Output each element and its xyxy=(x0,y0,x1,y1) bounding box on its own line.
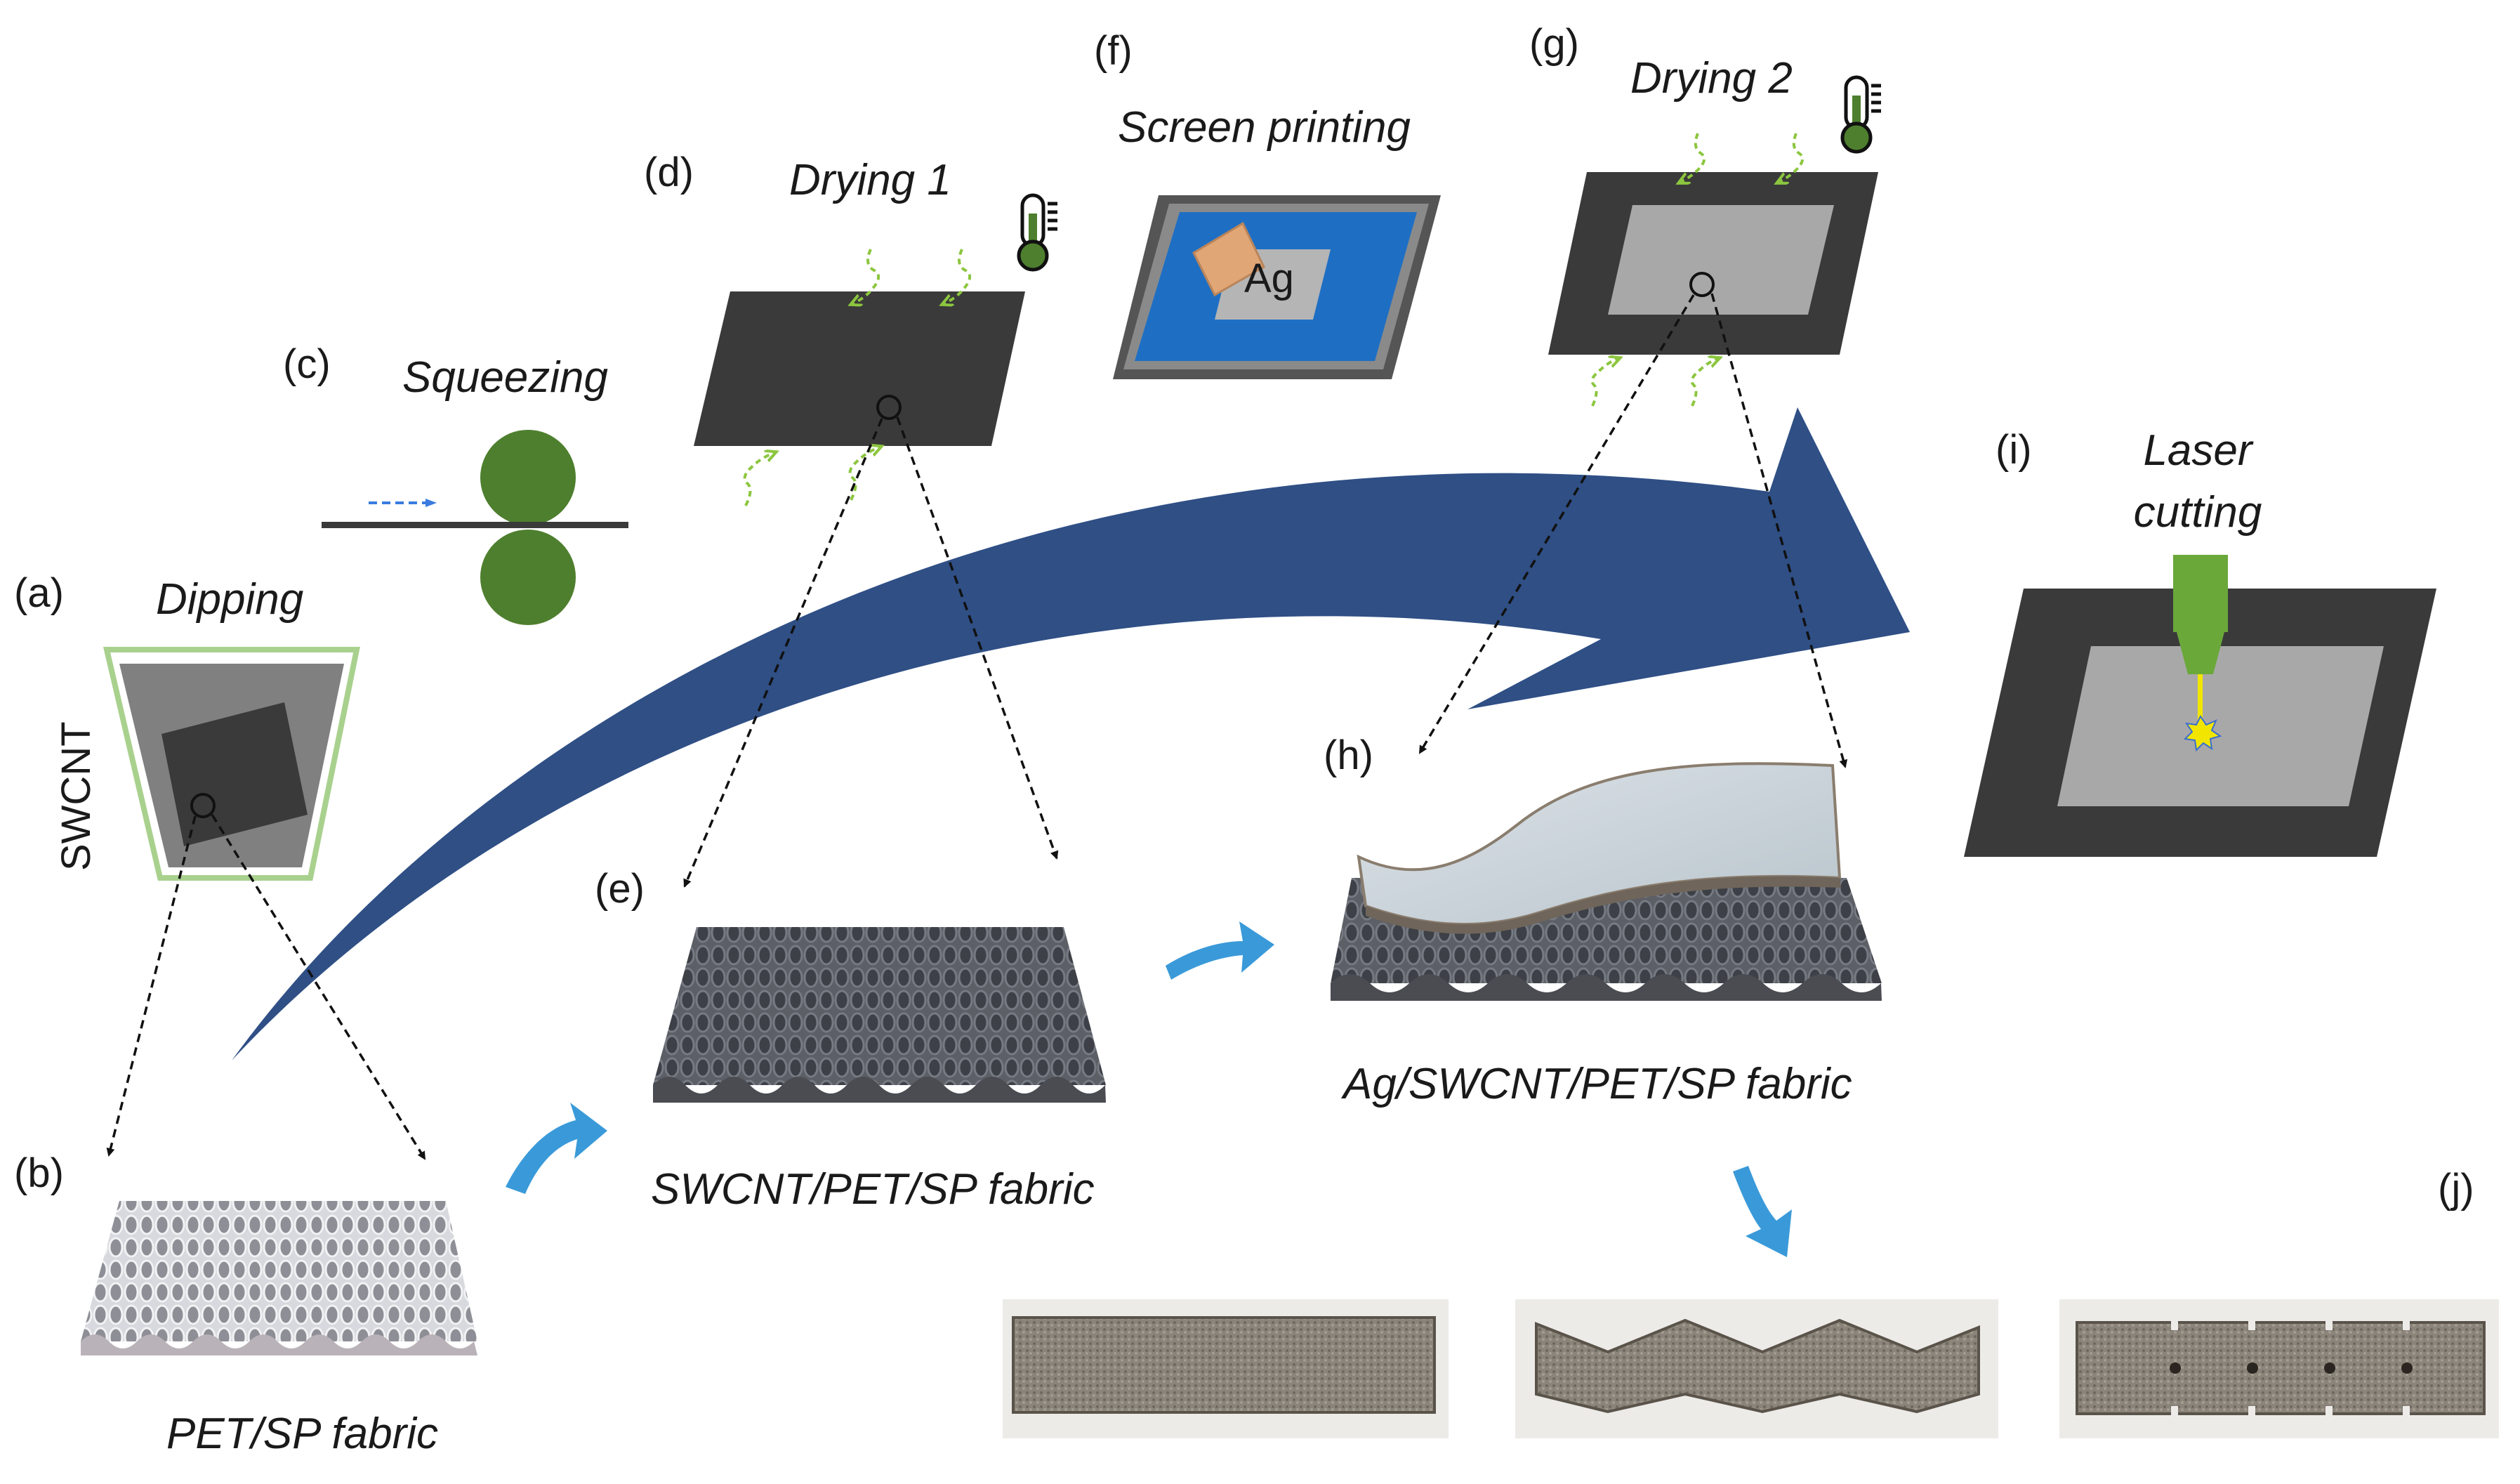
dried-swcnt-sheet xyxy=(694,291,1025,446)
thermometer-icon xyxy=(1017,193,1057,272)
zoom-line-g-right xyxy=(1710,293,1848,768)
zoom-marker-a xyxy=(190,793,216,818)
zoom-marker-d xyxy=(876,395,902,420)
small-arrow-b-to-e xyxy=(506,1103,607,1194)
heat-arrow-icon xyxy=(1590,358,1619,407)
small-arrow-e-to-h xyxy=(1166,921,1274,980)
panel-d: (d) Drying 1 xyxy=(644,150,1059,888)
panel-h: (h) Ag/SWCNT/PET/SP fabric xyxy=(1324,733,1882,1108)
panel-i: (i) Laser cutting xyxy=(1964,426,2436,857)
ag-ink-label: Ag xyxy=(1244,256,1294,301)
squeegee xyxy=(1192,221,1265,297)
zoom-line-d-left xyxy=(683,418,883,888)
ag-layer xyxy=(1608,205,1834,315)
perforation-hole xyxy=(2401,1362,2413,1374)
cut-sample-zigzag xyxy=(1535,1318,1980,1414)
edge-notch xyxy=(2403,1406,2410,1416)
edge-notch xyxy=(2326,1406,2333,1416)
perforation-hole xyxy=(2247,1362,2258,1374)
panel-g-letter: (g) xyxy=(1529,21,1579,67)
heat-arrow-icon xyxy=(848,447,880,501)
swcnt-pet-sp-fabric xyxy=(653,927,1106,1085)
heat-arrow-icon xyxy=(743,452,775,506)
panel-b-caption: PET/SP fabric xyxy=(166,1410,438,1458)
heat-arrow-icon xyxy=(852,249,880,304)
panel-a: (a) Dipping SWCNT xyxy=(14,570,426,1160)
panel-c-title: Squeezing xyxy=(402,353,608,402)
thermometer-icon xyxy=(1840,75,1881,154)
panel-g: (g) Drying 2 xyxy=(1418,21,1881,768)
panel-a-title: Dipping xyxy=(156,575,303,624)
panel-e-letter: (e) xyxy=(595,866,645,912)
heat-arrow-icon xyxy=(943,249,971,304)
small-arrow-h-to-j xyxy=(1733,1166,1792,1257)
heat-arrow-icon xyxy=(1690,358,1719,407)
edge-notch xyxy=(2248,1406,2255,1416)
panel-f-title: Screen printing xyxy=(1118,103,1411,152)
panel-i-letter: (i) xyxy=(1995,427,2032,473)
edge-notch xyxy=(2171,1320,2178,1330)
panel-d-letter: (d) xyxy=(644,150,694,195)
panel-f: (f) Screen printing Ag xyxy=(1094,28,1441,379)
panel-a-letter: (a) xyxy=(14,570,64,616)
zoom-line-a-left xyxy=(106,815,197,1157)
roller-top xyxy=(480,430,576,525)
edge-notch xyxy=(2248,1320,2255,1330)
roller-bottom xyxy=(480,530,576,625)
cut-sample-rectangle xyxy=(1012,1316,1436,1414)
zoom-line-d-right xyxy=(896,416,1059,860)
edge-notch xyxy=(2326,1320,2333,1330)
laser-beam xyxy=(2198,674,2203,729)
panel-c-letter: (c) xyxy=(283,341,331,387)
edge-notch xyxy=(2403,1320,2410,1330)
laser-nozzle-body xyxy=(2173,555,2228,632)
laser-ag-layer xyxy=(2057,646,2384,806)
ag-swcnt-fabric-edge xyxy=(1331,974,1882,1001)
panel-f-letter: (f) xyxy=(1094,28,1133,74)
zoom-marker-g xyxy=(1689,272,1715,297)
pet-sp-fabric xyxy=(81,1201,477,1341)
pet-sp-fabric-edge xyxy=(81,1334,477,1355)
heat-arrow-icon xyxy=(1778,133,1805,183)
zoom-line-g-left xyxy=(1418,294,1695,754)
squeezed-fabric xyxy=(322,522,628,528)
panel-g-title: Drying 2 xyxy=(1630,54,1793,103)
panel-j: (j) xyxy=(1003,1166,2499,1438)
panel-e: (e) SWCNT/PET/SP fabric xyxy=(595,866,1106,1214)
panel-h-caption: Ag/SWCNT/PET/SP fabric xyxy=(1340,1060,1852,1108)
heat-arrow-icon xyxy=(1680,133,1706,183)
laser-nozzle-tip xyxy=(2177,632,2224,674)
cut-sample-perforated xyxy=(2076,1321,2486,1415)
panel-e-caption: SWCNT/PET/SP fabric xyxy=(651,1165,1095,1214)
swcnt-label: SWCNT xyxy=(53,721,99,871)
panel-h-letter: (h) xyxy=(1324,733,1373,778)
main-process-arrow xyxy=(232,407,1910,1061)
panel-d-title: Drying 1 xyxy=(789,156,951,204)
ag-layer-thickness xyxy=(1366,876,1841,934)
panel-c: (c) Squeezing xyxy=(283,341,628,625)
perforation-hole xyxy=(2170,1362,2181,1374)
panel-b-letter: (b) xyxy=(14,1150,64,1196)
edge-notch xyxy=(2171,1406,2178,1416)
zoom-line-a-right xyxy=(211,814,426,1160)
panel-j-letter: (j) xyxy=(2438,1166,2474,1212)
perforation-hole xyxy=(2324,1362,2335,1374)
panel-i-title-line1: Laser xyxy=(2143,426,2253,475)
swcnt-pet-sp-fabric-edge xyxy=(653,1077,1106,1103)
ag-printed-layer xyxy=(1357,762,1842,926)
laser-spark-icon xyxy=(2183,715,2222,752)
panel-b: (b) PET/SP fabric xyxy=(14,1150,477,1458)
panel-i-title-line2: cutting xyxy=(2134,488,2262,537)
immersed-fabric xyxy=(161,702,308,846)
